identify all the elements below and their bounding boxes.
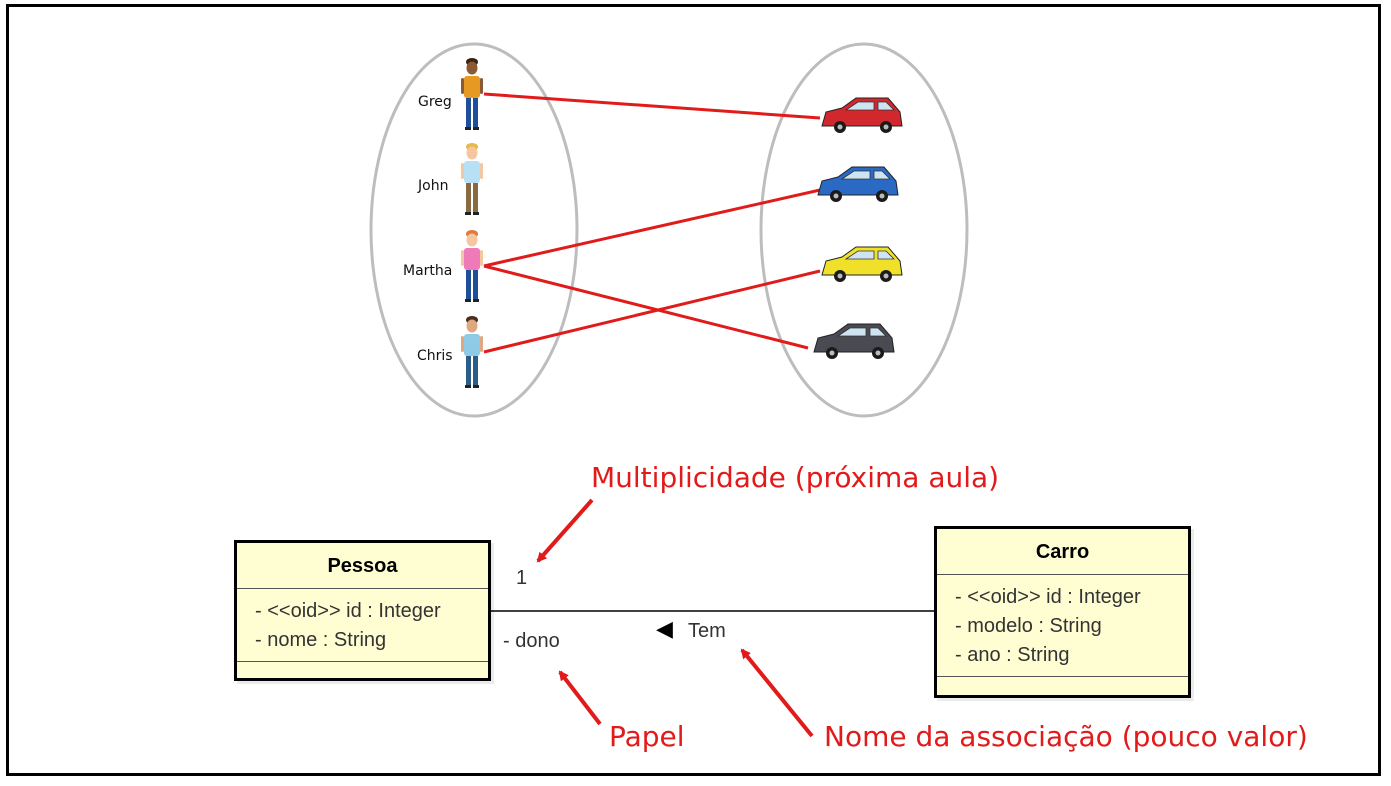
person-label-john: John — [418, 178, 449, 194]
role-arrow — [558, 670, 602, 726]
class-name-pessoa: Pessoa — [237, 543, 488, 589]
gray-car-icon — [813, 323, 895, 359]
person-greg-icon — [461, 58, 483, 130]
attributes-carro: - <<oid>> id : Integer - modelo : String… — [937, 575, 1188, 677]
link-martha-gray-car — [483, 264, 809, 350]
class-name-carro: Carro — [937, 529, 1188, 575]
people-set-ellipse — [369, 42, 579, 418]
annotation-multiplicity: Multiplicidade (próxima aula) — [591, 461, 1000, 494]
person-label-martha: Martha — [403, 263, 453, 279]
annotation-role: Papel — [609, 720, 685, 753]
direction-triangle-icon: ◀ — [656, 617, 673, 642]
yellow-car-icon — [821, 246, 903, 282]
attribute-carro-id: - <<oid>> id : Integer — [955, 586, 1141, 608]
link-martha-blue-car — [483, 188, 821, 268]
person-john-icon — [461, 143, 483, 215]
link-greg-red-car — [483, 92, 821, 120]
uml-class-pessoa: Pessoa - <<oid>> id : Integer - nome : S… — [234, 540, 491, 681]
annotation-association-name: Nome da associação (pouco valor) — [824, 720, 1308, 753]
attribute-carro-ano: - ano : String — [955, 644, 1070, 666]
mapping-links — [483, 92, 821, 354]
uml-class-carro: Carro - <<oid>> id : Integer - modelo : … — [934, 526, 1191, 698]
multiplicity-arrow — [536, 498, 594, 563]
red-car-icon — [821, 97, 903, 133]
association-name-label: Tem — [688, 620, 726, 642]
diagram-frame — [6, 4, 1381, 776]
attributes-pessoa: - <<oid>> id : Integer - nome : String — [237, 589, 488, 662]
attribute-carro-modelo: - modelo : String — [955, 615, 1102, 637]
attribute-pessoa-id: - <<oid>> id : Integer — [255, 600, 441, 622]
link-chris-yellow-car — [483, 269, 821, 354]
person-martha-icon — [461, 230, 483, 302]
attribute-pessoa-nome: - nome : String — [255, 629, 387, 651]
person-chris-icon — [461, 316, 483, 388]
person-label-greg: Greg — [418, 94, 452, 110]
multiplicity-label: 1 — [516, 567, 528, 589]
blue-car-icon — [817, 166, 899, 202]
person-label-chris: Chris — [417, 348, 453, 364]
cars-set-ellipse — [759, 42, 969, 418]
role-label: - dono — [503, 630, 560, 652]
association-name-arrow — [740, 648, 814, 738]
